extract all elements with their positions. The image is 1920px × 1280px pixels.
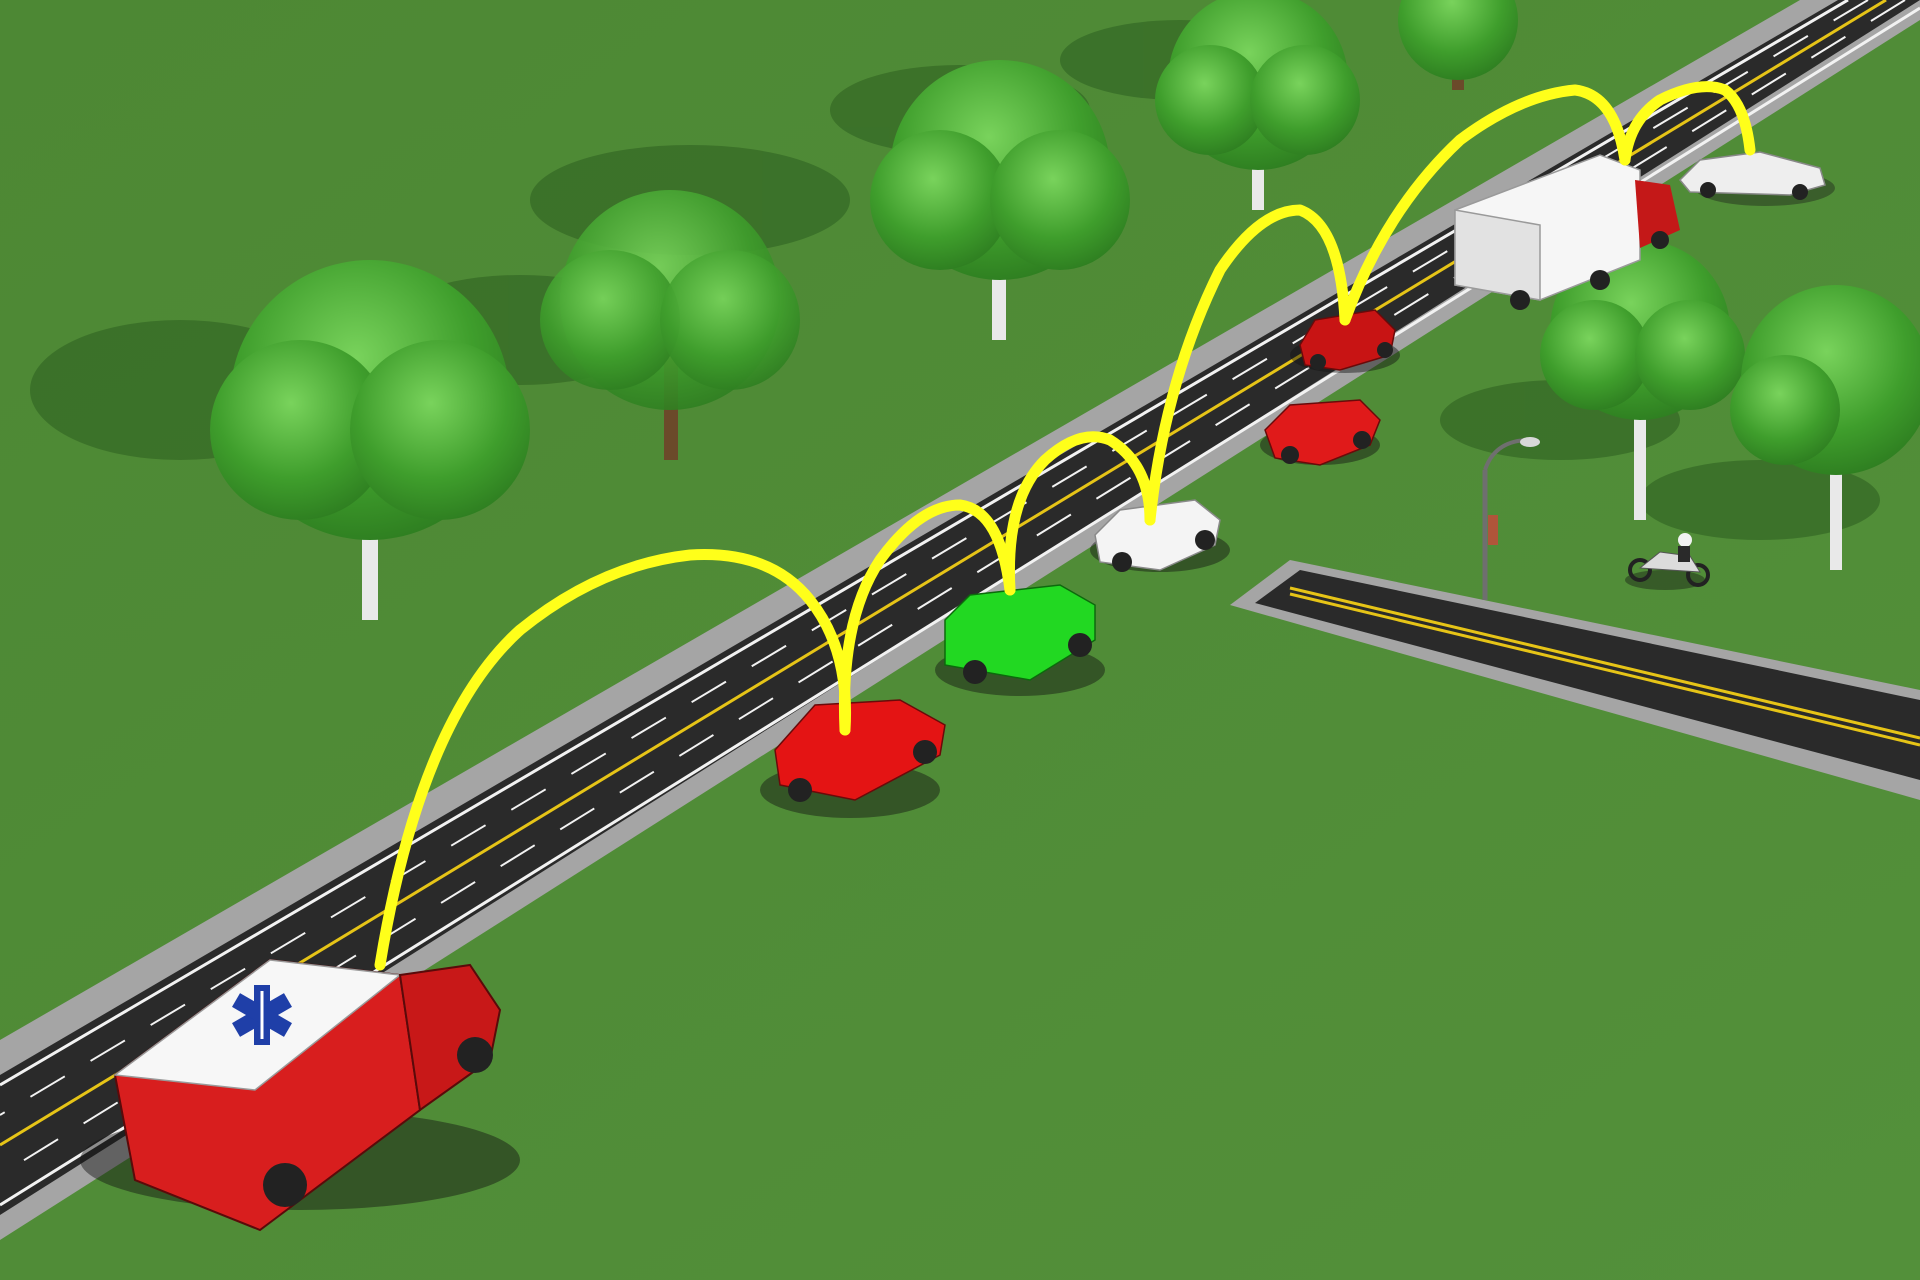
vehicle-motorcycle — [1625, 533, 1710, 590]
tree — [1155, 0, 1360, 210]
cross-road — [1255, 570, 1920, 780]
signal-arc-icon — [374, 81, 1756, 971]
vehicle-hatchback — [935, 584, 1105, 696]
tree — [210, 260, 530, 620]
cross-road-center-line-2 — [1289, 592, 1920, 747]
star-of-life-icon — [232, 985, 292, 1045]
street-lamp-icon — [1482, 437, 1540, 600]
vehicle-semi-truck — [1454, 154, 1680, 310]
vehicle-sports-car — [1290, 309, 1400, 373]
vehicle-sedan-far — [1678, 151, 1835, 206]
tree — [1730, 285, 1920, 570]
tree — [540, 190, 800, 460]
vehicle-minivan — [760, 699, 946, 818]
tree — [1398, 0, 1518, 90]
cross-road-center-line — [1289, 586, 1920, 740]
vehicle-sedan — [1090, 499, 1230, 572]
tree — [870, 60, 1130, 340]
vehicle-convertible — [1260, 399, 1381, 466]
vehicle-ambulance — [80, 958, 520, 1232]
